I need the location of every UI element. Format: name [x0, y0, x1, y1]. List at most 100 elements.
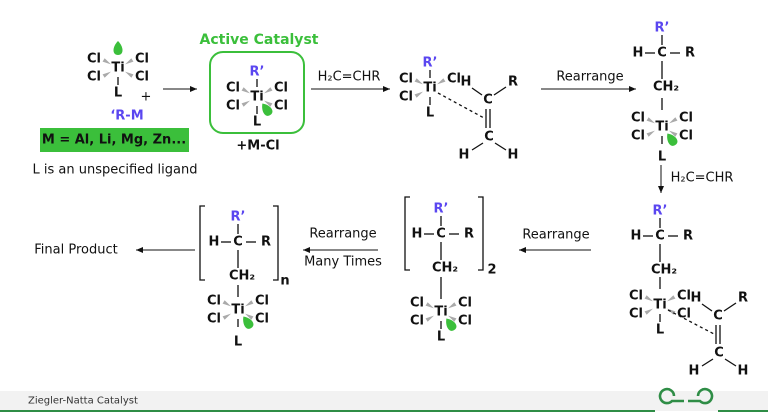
metals-box	[40, 128, 189, 152]
atom-h: H	[508, 148, 519, 163]
atom-h: H	[691, 291, 702, 306]
atom-ti: Ti	[423, 81, 436, 96]
bond	[471, 87, 483, 96]
bond	[493, 86, 507, 96]
wedge-bond	[222, 300, 231, 307]
footer-title: Ziegler-Natta Catalyst	[28, 396, 138, 407]
wedge-bond	[669, 117, 678, 124]
orbital-lobe	[262, 103, 273, 116]
wedge-bond	[414, 78, 423, 85]
atom-l: L	[253, 115, 261, 130]
atom-cl: Cl	[207, 294, 221, 309]
atom-c: C	[657, 46, 667, 61]
orbital-lobe	[113, 41, 123, 55]
atom-h: H	[631, 229, 642, 244]
wedge-bond	[669, 130, 678, 137]
atom-rp: R’	[231, 210, 246, 225]
atom-rp: R’	[423, 56, 438, 71]
byproduct: +M-Cl	[236, 139, 279, 154]
monomer-label: H₂C=CHR	[318, 70, 381, 85]
subscript-n: n	[280, 274, 289, 289]
alkyl-metal: ‘R-M	[110, 109, 143, 124]
monomer-label: H₂C=CHR	[671, 171, 734, 186]
atom-h: H	[461, 75, 472, 90]
wedge-bond	[644, 295, 653, 302]
atom-ti: Ti	[250, 90, 263, 105]
wedge-bond	[644, 308, 653, 315]
orbital-lobe	[667, 133, 678, 146]
atom-rp: R’	[434, 202, 449, 217]
atom-cl: Cl	[255, 294, 269, 309]
atom-c: C	[436, 227, 446, 242]
atom-ti: Ti	[111, 61, 124, 76]
atom-r: R	[738, 291, 748, 306]
bond	[723, 302, 737, 312]
atom-ti: Ti	[655, 120, 668, 135]
atom-r: R	[683, 229, 693, 244]
atom-h: H	[412, 227, 423, 242]
rearrange-label: Rearrange	[522, 228, 589, 243]
atom-cl: Cl	[410, 296, 424, 311]
wedge-bond	[646, 130, 655, 137]
atom-l: L	[437, 330, 445, 345]
atom-c: C	[655, 229, 665, 244]
atom-l: L	[114, 86, 122, 101]
rearrange-label: Rearrange	[556, 70, 623, 85]
bracket-dimer	[404, 196, 484, 271]
atom-l: L	[656, 323, 664, 338]
atom-ch2: CH₂	[651, 263, 677, 278]
bond	[701, 303, 713, 312]
rearrange-label: Rearrange	[309, 227, 376, 242]
atom-cl: Cl	[629, 289, 643, 304]
wedge-bond	[425, 315, 434, 322]
atom-cl: Cl	[458, 296, 472, 311]
atom-h: H	[459, 148, 470, 163]
atom-cl: Cl	[677, 307, 691, 322]
atom-cl: Cl	[631, 129, 645, 144]
dashed-bond	[667, 309, 715, 335]
wedge-bond	[241, 87, 250, 94]
atom-l: L	[426, 106, 434, 121]
atom-rp: R’	[655, 21, 670, 36]
bond	[701, 358, 714, 367]
atom-rp: R’	[653, 204, 668, 219]
atom-l: L	[234, 335, 242, 350]
atom-cl: Cl	[677, 289, 691, 304]
atom-l: L	[658, 150, 666, 165]
wedge-bond	[646, 117, 655, 124]
atom-rp: R’	[250, 65, 265, 80]
atom-cl: Cl	[255, 312, 269, 327]
wedge-bond	[222, 313, 231, 320]
atom-cl: Cl	[631, 111, 645, 126]
ligand-note: L is an unspecified ligand	[33, 163, 198, 178]
wedge-bond	[241, 100, 250, 107]
atom-cl: Cl	[399, 90, 413, 105]
atom-r: R	[261, 235, 271, 250]
orbital-lobe	[243, 316, 254, 329]
subscript-2: 2	[487, 263, 496, 278]
wedge-bond	[245, 313, 254, 320]
atom-ti: Ti	[231, 303, 244, 318]
atom-cl: Cl	[135, 52, 149, 67]
active-catalyst-box	[209, 51, 305, 134]
atom-cl: Cl	[274, 81, 288, 96]
atom-cl: Cl	[679, 111, 693, 126]
wedge-bond	[264, 87, 273, 94]
atom-h: H	[738, 364, 749, 379]
wedge-bond	[245, 300, 254, 307]
atom-h: H	[633, 46, 644, 61]
wedge-bond	[102, 71, 111, 78]
many-times-label: Many Times	[304, 255, 382, 270]
atom-r: R	[508, 75, 518, 90]
atom-h: H	[209, 235, 220, 250]
atom-cl: Cl	[226, 99, 240, 114]
metals-list: M = Al, Li, Mg, Zn...	[42, 133, 186, 148]
wedge-bond	[667, 295, 676, 302]
atom-cl: Cl	[679, 129, 693, 144]
wedge-bond	[264, 100, 273, 107]
atom-ch2: CH₂	[653, 80, 679, 95]
wedge-bond	[425, 302, 434, 309]
footer-band	[0, 391, 768, 411]
